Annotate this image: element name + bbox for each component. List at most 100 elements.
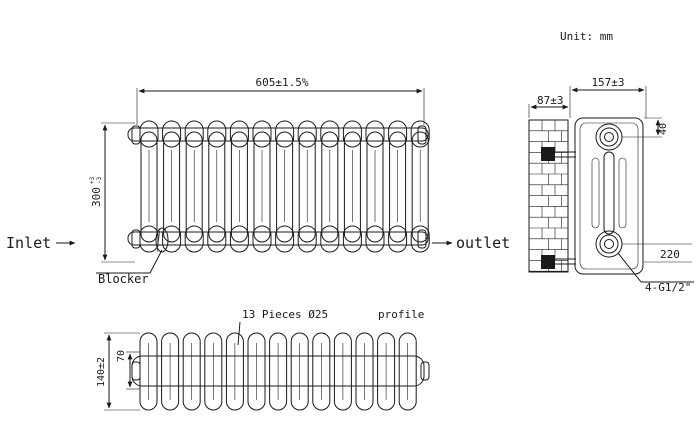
side-depth-dimension: 157±3: [591, 76, 624, 89]
front-column-bottom-cap: [229, 225, 249, 253]
front-end-plug: [417, 229, 427, 249]
front-column-bottom-cap: [162, 225, 182, 253]
front-column: [389, 131, 407, 243]
front-column-bottom-cap: [252, 225, 272, 253]
front-column-top-cap: [365, 120, 385, 148]
side-column-left: [591, 157, 600, 229]
front-column: [208, 131, 226, 243]
front-column-bottom-cap: [320, 225, 340, 253]
top-column: [312, 332, 331, 411]
top-column: [355, 332, 374, 411]
bottom-bracket: [541, 255, 576, 269]
front-column: [321, 131, 339, 243]
front-column-top-cap: [410, 120, 430, 148]
front-radiator-body: [127, 120, 430, 253]
front-column-top-cap: [297, 120, 317, 148]
bottom-port-inner: [604, 239, 614, 249]
front-column-bottom-cap: [410, 225, 430, 253]
front-column: [276, 131, 294, 243]
blocker-label: Blocker: [98, 272, 149, 286]
top-port-mid: [599, 127, 619, 147]
front-column: [253, 131, 271, 243]
side-column-right: [618, 157, 627, 229]
front-end-plug: [131, 229, 141, 249]
inner-dimension-group: 70: [116, 350, 127, 362]
front-column-top-cap: [320, 120, 340, 148]
inner-dimension: 70: [116, 350, 127, 362]
front-column-top-cap: [229, 120, 249, 148]
pieces-label: 13 Pieces Ø25: [242, 308, 328, 321]
top-depth-dimension: 140±2: [96, 357, 107, 387]
blocker-leader: [149, 249, 163, 274]
top-bracket-anchor: [541, 147, 555, 161]
height-tolerance-upper: +3: [89, 176, 96, 184]
front-column-top-cap: [388, 120, 408, 148]
top-manifold: [127, 127, 429, 142]
profile-label: profile: [378, 308, 424, 321]
top-column: [204, 332, 223, 411]
front-column: [343, 131, 361, 243]
top-column: [247, 332, 266, 411]
front-column: [411, 131, 429, 243]
inlet-label: Inlet: [6, 234, 51, 252]
front-column-top-cap: [139, 120, 159, 148]
front-column-top-cap: [207, 120, 227, 148]
top-end-plug: [131, 361, 141, 381]
front-column-top-cap: [342, 120, 362, 148]
blocker-plug: [155, 227, 169, 253]
height-tolerance-lower: -3: [96, 176, 103, 184]
side-column-center: [603, 151, 615, 235]
top-radiator-body: [131, 332, 430, 411]
front-end-plug: [417, 125, 427, 145]
unit-note: Unit: mm: [560, 30, 613, 43]
front-column-top-cap: [184, 120, 204, 148]
top-offset-dimension: 40: [658, 123, 669, 135]
front-column-bottom-cap: [388, 225, 408, 253]
top-end-plug: [420, 361, 430, 381]
side-radiator-section: [574, 117, 644, 275]
bottom-port-mid: [599, 234, 619, 254]
top-column: [182, 332, 201, 411]
wall-outline: [528, 119, 569, 273]
top-column: [333, 332, 352, 411]
front-column: [230, 131, 248, 243]
top-column: [161, 332, 180, 411]
top-bracket: [541, 147, 576, 161]
thread-leader: [617, 252, 642, 283]
front-column: [140, 131, 158, 243]
center-distance-dimension: 220: [660, 248, 680, 261]
front-column-bottom-cap: [365, 225, 385, 253]
front-column-bottom-cap: [297, 225, 317, 253]
top-depth-dimension-group: 140±2: [96, 357, 107, 387]
height-dimension-value: 300: [90, 187, 103, 207]
side-radiator-inner: [579, 122, 639, 270]
front-view: 605±1.5% 300 +3 -3 Blocker Inlet outlet: [6, 76, 510, 286]
front-column-bottom-cap: [275, 225, 295, 253]
top-port-inner: [604, 132, 614, 142]
front-column: [298, 131, 316, 243]
front-column: [163, 131, 181, 243]
front-column: [185, 131, 203, 243]
front-column-bottom-cap: [342, 225, 362, 253]
wall-distance-dimension: 87±3: [537, 94, 564, 107]
top-column: [398, 332, 417, 411]
front-column-top-cap: [162, 120, 182, 148]
front-column: [366, 131, 384, 243]
front-column-bottom-cap: [207, 225, 227, 253]
outlet-label: outlet: [456, 234, 510, 252]
height-dimension: 300 +3 -3: [89, 176, 103, 207]
front-column-top-cap: [275, 120, 295, 148]
front-end-plug: [131, 125, 141, 145]
top-offset-dimension-group: 40: [658, 123, 669, 135]
top-column: [290, 332, 309, 411]
top-view: 13 Pieces Ø25 profile 140±2 70: [96, 308, 430, 411]
top-column: [269, 332, 288, 411]
front-column-bottom-cap: [184, 225, 204, 253]
blocker-hatch: [156, 228, 161, 253]
bottom-manifold: [127, 231, 429, 246]
brick-wall: [528, 119, 569, 273]
thread-spec: 4-G1/2": [645, 281, 691, 294]
side-view: 157±3 87±3: [528, 76, 694, 294]
top-column: [377, 332, 396, 411]
